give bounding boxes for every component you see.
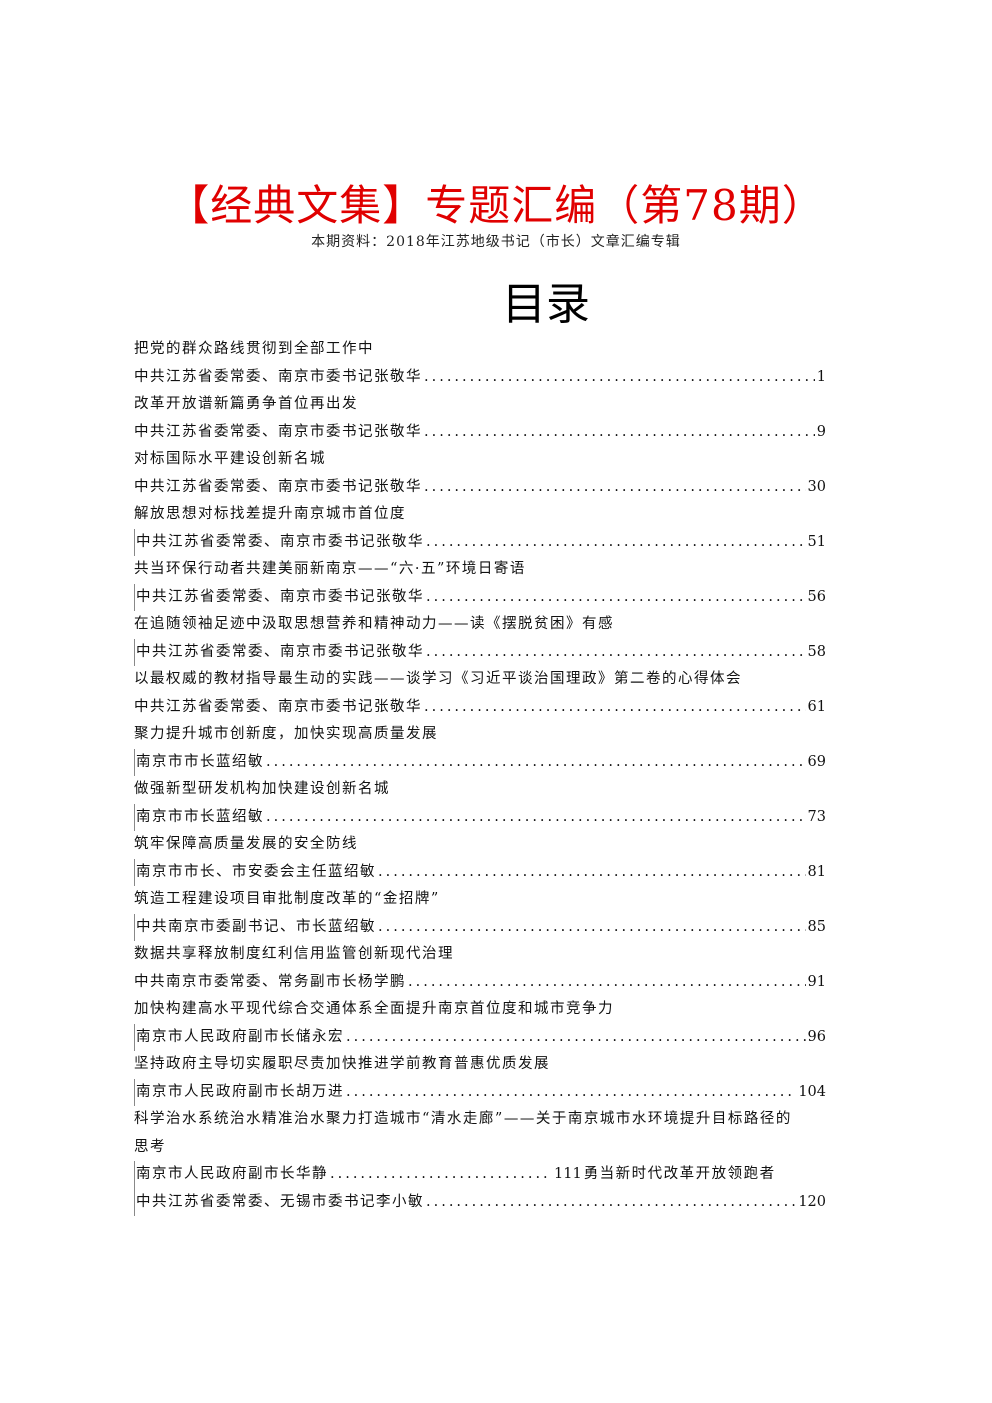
toc-entry-author: 南京市市长、市安委会主任蓝绍敏 xyxy=(134,858,376,886)
leader-dots: ........................................… xyxy=(378,918,806,935)
leader-dots: ........................................… xyxy=(426,643,806,660)
toc-entry-author: 中共江苏省委常委、南京市委书记张敬华 xyxy=(134,368,422,385)
document-subtitle: 本期资料：2018年江苏地级书记（市长）文章汇编专辑 xyxy=(311,234,681,250)
leader-dots: ........................................… xyxy=(426,1193,797,1210)
toc-entry-page-number: 9 xyxy=(816,423,826,440)
toc-entry-author-line[interactable]: 南京市人民政府副市长储永宏 ..........................… xyxy=(134,1023,826,1051)
leader-dots: ........................................… xyxy=(424,698,806,715)
toc-entry-page-number: 81 xyxy=(807,863,826,880)
leader-dots: ........................................… xyxy=(424,478,806,495)
toc-entry-author-line[interactable]: 南京市市长蓝绍敏 ...............................… xyxy=(134,803,826,831)
toc-entry-title-continuation[interactable]: 思考 xyxy=(134,1138,166,1155)
toc-entry-author: 中共江苏省委常委、无锡市委书记李小敏 xyxy=(134,1188,424,1216)
toc-entry-page-number: 85 xyxy=(807,918,826,935)
toc-entry-author-line[interactable]: 中共江苏省委常委、无锡市委书记李小敏 .....................… xyxy=(134,1188,826,1216)
toc-entry-title[interactable]: 解放思想对标找差提升南京城市首位度 xyxy=(134,506,406,522)
toc-entry-author-line[interactable]: 中共江苏省委常委、南京市委书记张敬华 .....................… xyxy=(134,474,826,502)
toc-entry-author: 中共南京市委常委、常务副市长杨学鹏 xyxy=(134,973,406,990)
toc-entry-author-line[interactable]: 南京市人民政府副市长华静 ...........................… xyxy=(134,1161,826,1189)
toc-entry-author: 中共江苏省委常委、南京市委书记张敬华 xyxy=(134,638,424,666)
toc-entry-page-number: 73 xyxy=(807,808,826,825)
leader-dots: ........................................… xyxy=(408,973,806,990)
document-title: 【经典文集】专题汇编（第78期） xyxy=(167,181,825,230)
toc-entry-page-number: 120 xyxy=(798,1193,826,1210)
toc-entry-author-line[interactable]: 中共江苏省委常委、南京市委书记张敬华 .....................… xyxy=(134,364,826,392)
leader-dots: ........................................… xyxy=(426,588,806,605)
toc-entry-title[interactable]: 科学治水系统治水精准治水聚力打造城市“清水走廊”——关于南京城市水环境提升目标路… xyxy=(134,1111,792,1127)
toc-entry-author: 南京市市长蓝绍敏 xyxy=(134,748,264,776)
table-of-contents: 把党的群众路线贯彻到全部工作中 中共江苏省委常委、南京市委书记张敬华 .....… xyxy=(134,336,826,1216)
leader-dots: ........................................… xyxy=(424,423,815,440)
toc-entry-page-number: 104 xyxy=(798,1083,826,1100)
toc-entry-title[interactable]: 聚力提升城市创新度，加快实现高质量发展 xyxy=(134,726,438,742)
toc-entry-page-number: 111 xyxy=(554,1166,582,1182)
toc-entry-page-number: 91 xyxy=(807,973,826,990)
leader-dots: ........................................… xyxy=(346,1083,796,1100)
toc-entry-title[interactable]: 筑牢保障高质量发展的安全防线 xyxy=(134,836,358,852)
leader-dots: ........................................… xyxy=(330,1166,552,1182)
toc-entry-page-number: 51 xyxy=(807,533,826,550)
toc-entry-page-number: 61 xyxy=(807,698,826,715)
toc-entry-title[interactable]: 以最权威的教材指导最生动的实践——谈学习《习近平谈治国理政》第二卷的心得体会 xyxy=(134,671,742,687)
toc-entry-page-number: 69 xyxy=(807,753,826,770)
leader-dots: ........................................… xyxy=(378,863,806,880)
toc-entry-page-number: 96 xyxy=(807,1028,826,1045)
toc-entry-author-line[interactable]: 中共南京市委副书记、市长蓝绍敏 ........................… xyxy=(134,913,826,941)
toc-entry-page-number: 56 xyxy=(807,588,826,605)
toc-entry-trailing-title[interactable]: 勇当新时代改革开放领跑者 xyxy=(583,1166,776,1182)
toc-entry-author-line[interactable]: 中共江苏省委常委、南京市委书记张敬华 .....................… xyxy=(134,694,826,722)
toc-entry-author: 中共江苏省委常委、南京市委书记张敬华 xyxy=(134,478,422,495)
toc-entry-title[interactable]: 对标国际水平建设创新名城 xyxy=(134,451,326,467)
leader-dots: ........................................… xyxy=(424,368,815,385)
toc-entry-author-line[interactable]: 南京市市长、市安委会主任蓝绍敏 ........................… xyxy=(134,858,826,886)
toc-entry-title[interactable]: 改革开放谱新篇勇争首位再出发 xyxy=(134,396,358,412)
toc-entry-author: 南京市人民政府副市长储永宏 xyxy=(134,1023,344,1051)
toc-entry-author-line[interactable]: 中共江苏省委常委、南京市委书记张敬华 .....................… xyxy=(134,528,826,556)
toc-entry-title[interactable]: 加快构建高水平现代综合交通体系全面提升南京首位度和城市竞争力 xyxy=(134,1001,614,1017)
leader-dots: ........................................… xyxy=(266,808,806,825)
toc-entry-author: 中共江苏省委常委、南京市委书记张敬华 xyxy=(134,423,422,440)
toc-entry-author-line[interactable]: 中共江苏省委常委、南京市委书记张敬华 .....................… xyxy=(134,638,826,666)
toc-entry-title[interactable]: 共当环保行动者共建美丽新南京——“六·五”环境日寄语 xyxy=(134,561,526,577)
toc-entry-title[interactable]: 把党的群众路线贯彻到全部工作中 xyxy=(134,341,374,357)
toc-entry-author: 南京市人民政府副市长华静 xyxy=(134,1161,328,1189)
toc-entry-page-number: 58 xyxy=(807,643,826,660)
toc-entry-author-line[interactable]: 中共江苏省委常委、南京市委书记张敬华 .....................… xyxy=(134,583,826,611)
toc-entry-title[interactable]: 做强新型研发机构加快建设创新名城 xyxy=(134,781,390,797)
toc-entry-author: 中共南京市委副书记、市长蓝绍敏 xyxy=(134,913,376,941)
toc-entry-title[interactable]: 在追随领袖足迹中汲取思想营养和精神动力——读《摆脱贫困》有感 xyxy=(134,616,614,632)
toc-entry-title[interactable]: 筑造工程建设项目审批制度改革的“金招牌” xyxy=(134,891,440,907)
toc-entry-page-number: 1 xyxy=(816,368,826,385)
leader-dots: ........................................… xyxy=(266,753,806,770)
toc-entry-author-line[interactable]: 中共江苏省委常委、南京市委书记张敬华 .....................… xyxy=(134,419,826,447)
toc-entry-author: 南京市人民政府副市长胡万进 xyxy=(134,1078,344,1106)
toc-heading: 目录 xyxy=(502,279,590,330)
toc-entry-author: 中共江苏省委常委、南京市委书记张敬华 xyxy=(134,528,424,556)
toc-entry-author: 中共江苏省委常委、南京市委书记张敬华 xyxy=(134,698,422,715)
toc-entry-author-line[interactable]: 南京市市长蓝绍敏 ...............................… xyxy=(134,748,826,776)
leader-dots: ........................................… xyxy=(426,533,806,550)
toc-entry-author: 中共江苏省委常委、南京市委书记张敬华 xyxy=(134,583,424,611)
leader-dots: ........................................… xyxy=(346,1028,806,1045)
toc-entry-author-line[interactable]: 南京市人民政府副市长胡万进 ..........................… xyxy=(134,1078,826,1106)
toc-entry-title[interactable]: 数据共享释放制度红利信用监管创新现代治理 xyxy=(134,946,454,962)
toc-entry-author: 南京市市长蓝绍敏 xyxy=(134,803,264,831)
toc-entry-page-number: 30 xyxy=(807,478,826,495)
toc-entry-title[interactable]: 坚持政府主导切实履职尽责加快推进学前教育普惠优质发展 xyxy=(134,1056,550,1072)
toc-entry-author-line[interactable]: 中共南京市委常委、常务副市长杨学鹏 ......................… xyxy=(134,969,826,997)
